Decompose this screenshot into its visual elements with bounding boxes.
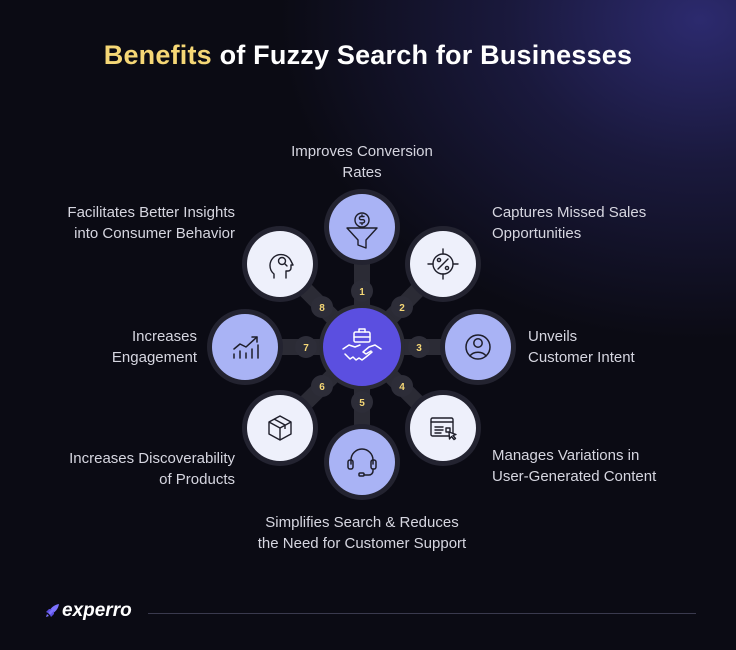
badge-6: 6 (311, 375, 333, 397)
badge-1: 1 (351, 280, 373, 302)
svg-text:3: 3 (416, 343, 422, 354)
badge-8: 8 (311, 296, 333, 318)
page-title: Benefits of Fuzzy Search for Businesses (0, 40, 736, 71)
node-7 (207, 309, 283, 385)
node-2 (405, 226, 481, 302)
headset-icon (347, 448, 377, 477)
svg-text:1: 1 (359, 287, 365, 298)
svg-text:8: 8 (319, 303, 325, 314)
brand-name: experro (62, 600, 132, 621)
brand-logo: experro (44, 600, 132, 622)
svg-text:2: 2 (399, 303, 405, 314)
user-circle-icon (465, 334, 491, 360)
title-highlight: Benefits (103, 40, 212, 70)
svg-text:4: 4 (399, 382, 405, 393)
head-search-icon (269, 253, 294, 279)
footer-divider (148, 613, 696, 614)
node-8 (242, 226, 318, 302)
trend-chart-icon (233, 336, 259, 359)
target-percent-icon (427, 248, 459, 280)
badge-5: 5 (351, 391, 373, 413)
svg-text:7: 7 (303, 343, 309, 354)
handshake-briefcase-icon (342, 328, 382, 361)
node-5 (324, 424, 400, 500)
center-node (319, 304, 405, 390)
badge-4: 4 (391, 375, 413, 397)
funnel-dollar-icon (346, 212, 378, 249)
node-1 (324, 189, 400, 265)
badge-2: 2 (391, 296, 413, 318)
rocket-icon (46, 604, 59, 617)
node-4 (405, 390, 481, 466)
title-rest: of Fuzzy Search for Businesses (211, 40, 633, 70)
svg-text:6: 6 (319, 382, 325, 393)
badge-7: 7 (295, 336, 317, 358)
badge-3: 3 (408, 336, 430, 358)
svg-text:5: 5 (359, 398, 365, 409)
node-6 (242, 390, 318, 466)
node-3 (440, 309, 516, 385)
box-icon (268, 415, 292, 441)
browser-cursor-icon (430, 417, 457, 441)
